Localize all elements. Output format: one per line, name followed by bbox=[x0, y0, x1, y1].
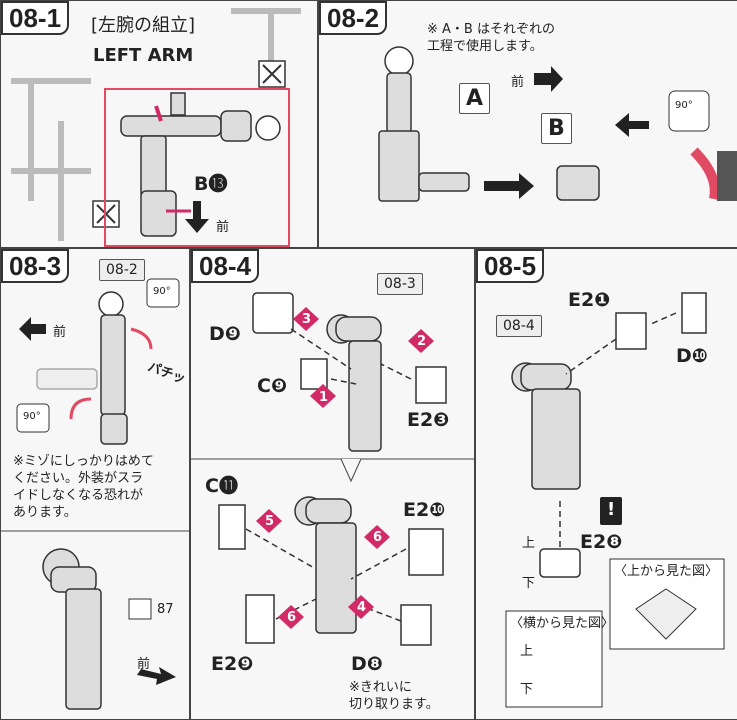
front-label: 前 bbox=[53, 325, 67, 340]
part-label-e2-1: E2❶ bbox=[568, 289, 611, 311]
part-label-d8: D❽ bbox=[351, 653, 383, 675]
step-label-08-4: 08-4 bbox=[191, 249, 260, 283]
panel-08-1: 08-1 [左腕の組立] LEFT ARM bbox=[0, 0, 318, 248]
label-a: A bbox=[459, 83, 491, 114]
down-label-side: 下 bbox=[520, 682, 534, 697]
front-label: 前 bbox=[511, 75, 525, 90]
panel-08-3: 08-3 08-2 前 90° 90° パチッ ※ミゾに bbox=[0, 248, 190, 720]
section-title-jp: [左腕の組立] bbox=[91, 15, 196, 36]
assembly-illustration bbox=[1, 278, 189, 710]
step-order-3: 3 bbox=[302, 312, 312, 327]
step-order-6b: 6 bbox=[287, 610, 297, 625]
part-label-e2-9: E2❾ bbox=[211, 653, 254, 675]
side-view-label: 〈横から見た図〉 bbox=[510, 616, 615, 631]
step-order-2: 2 bbox=[417, 334, 427, 349]
part-label-e2-3: E2❸ bbox=[407, 409, 450, 431]
panel-08-4: 08-4 08-3 bbox=[190, 248, 475, 720]
up-label: 上 bbox=[522, 536, 536, 551]
part-label-c11: C⓫ bbox=[205, 475, 238, 497]
panel-08-2: 08-2 ※ A・B はそれぞれの 工程で使用します。 前 A B 90° bbox=[318, 0, 737, 248]
step-number: 08-5 bbox=[476, 249, 545, 283]
step-order-5: 5 bbox=[265, 514, 275, 529]
step-label-08-2: 08-2 bbox=[319, 1, 388, 35]
step-order-1: 1 bbox=[319, 390, 329, 405]
front-label: 前 bbox=[216, 220, 230, 235]
step-number: 08-1 bbox=[1, 1, 70, 35]
rotation-angle: 90° bbox=[675, 100, 693, 111]
step-order-6a: 6 bbox=[373, 530, 383, 545]
ref-step: 08-3 bbox=[377, 273, 423, 295]
top-view-label: 〈上から見た図〉 bbox=[614, 564, 719, 579]
section-title-en: LEFT ARM bbox=[93, 45, 194, 66]
rotation-angle: 90° bbox=[23, 411, 41, 422]
trim-note: ※きれいに 切り取ります。 bbox=[349, 680, 439, 712]
label-b: B bbox=[541, 113, 572, 144]
part-label-e2-8: E2❽ bbox=[580, 531, 623, 553]
usage-note: ※ A・B はそれぞれの 工程で使用します。 bbox=[427, 22, 555, 54]
part-label-e2-10: E2❿ bbox=[403, 499, 446, 521]
step-number: 08-4 bbox=[191, 249, 260, 283]
final-assembly-illustration bbox=[505, 292, 725, 708]
groove-note: ※ミゾにしっかりはめて ください。外装がスラ イドしなくなる恐れが あります。 bbox=[13, 454, 154, 520]
rotation-angle: 90° bbox=[153, 286, 171, 297]
panel-08-5: 08-5 08-4 E2❶ D❿ E2❽ bbox=[475, 248, 737, 720]
ref-step: 08-2 bbox=[99, 259, 145, 281]
part-label-d10: D❿ bbox=[676, 345, 708, 367]
step-label-08-5: 08-5 bbox=[476, 249, 545, 283]
ref-step: 08-4 bbox=[496, 315, 542, 337]
part-label-d9: D❾ bbox=[209, 323, 241, 345]
step-number: 08-3 bbox=[1, 249, 70, 283]
step-label-08-3: 08-3 bbox=[1, 249, 70, 283]
step-order-4: 4 bbox=[357, 600, 367, 615]
ref-87: 87 bbox=[157, 602, 174, 617]
highlight-box bbox=[104, 88, 290, 247]
armor-assembly-illustration bbox=[191, 292, 474, 646]
parts-ab-illustration bbox=[378, 46, 737, 202]
front-label: 前 bbox=[137, 657, 151, 672]
part-label-c9: C❾ bbox=[257, 375, 288, 397]
warning-mark: ! bbox=[607, 499, 616, 520]
down-label: 下 bbox=[522, 576, 536, 591]
part-label-b13: B⓭ bbox=[194, 173, 228, 195]
step-number: 08-2 bbox=[319, 1, 388, 35]
step-label-08-1: 08-1 bbox=[1, 1, 70, 35]
runner-illustration bbox=[11, 8, 301, 241]
up-label-side: 上 bbox=[520, 644, 534, 659]
